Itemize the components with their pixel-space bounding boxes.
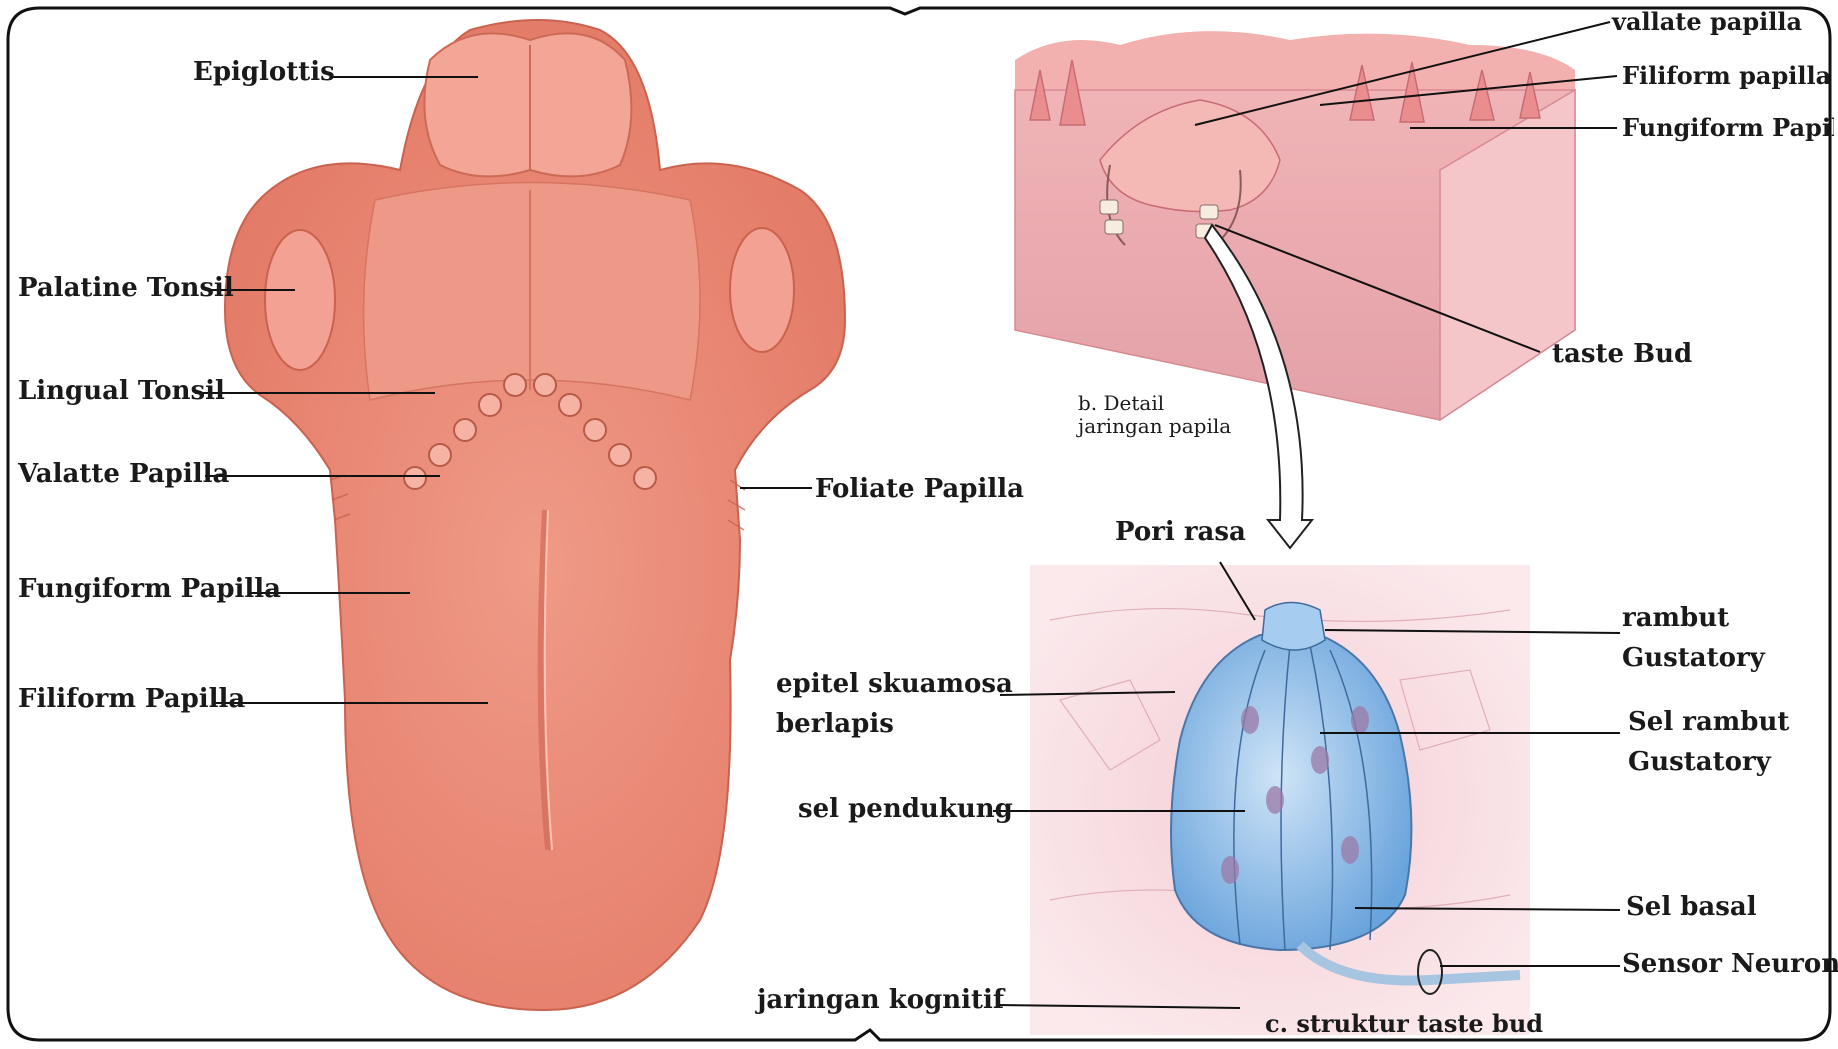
caption-detail-line2: jaringan papila [1078,414,1232,438]
caption-struktur-taste-bud: c. struktur taste bud [1265,1009,1544,1038]
caption-detail-papila: b. Detail jaringan papila [1078,392,1231,438]
taste-bud-illustration [1030,565,1530,1035]
label-epitel-skuamosa: epitel skuamosa berlapis [776,664,1013,745]
papilla-tissue-block [1014,31,1576,550]
rambut-line1: rambut [1622,603,1730,633]
sensor-neuron-fiber [1296,941,1521,986]
label-filiform-papilla: Filiform Papilla [18,684,246,714]
label-vallate-papilla: vallate papilla [1612,7,1803,36]
palatine-tonsil-left [264,229,336,371]
label-filiform-papilla-tissue: Filiform papilla [1622,61,1832,90]
label-jaringan-kognitif: jaringan kognitif [757,985,1005,1015]
label-foliate-papilla: Foliate Papilla [815,474,1024,504]
rambut-line2: Gustatory [1622,643,1765,674]
tissue-leader-lines [1194,21,1618,353]
sel-rambut-line2: Gustatory [1628,747,1771,778]
epitel-line1: epitel skuamosa [776,669,1013,699]
neuron-ring [1417,949,1443,995]
tongue-illustration [223,19,847,1012]
label-rambut-gustatory: rambut Gustatory [1622,598,1765,679]
frame-border [6,6,1832,1042]
label-taste-bud: taste Bud [1552,339,1693,369]
label-valatte-papilla: Valatte Papilla [18,459,230,489]
epiglottis-shape [423,32,633,178]
label-fungiform-papillae-tissue: Fungiform Papillae [1622,114,1834,142]
label-sel-rambut-gustatory: Sel rambut Gustatory [1628,702,1789,783]
tastebud-leader-lines [993,561,1621,1009]
epitel-line2: berlapis [776,709,894,740]
lingual-tonsil-area [362,181,701,401]
label-lingual-tonsil: Lingual Tonsil [18,376,225,406]
vallate-papilla-shape [1099,99,1281,213]
detail-arrow [1203,223,1315,550]
label-epiglottis: Epiglottis [193,57,335,87]
caption-detail-line1: b. Detail [1078,391,1165,415]
label-sel-pendukung: sel pendukung [798,794,1013,824]
vallate-papillae-row [403,373,657,490]
taste-bud-body [1170,634,1413,952]
sel-rambut-line1: Sel rambut [1628,707,1790,737]
palatine-tonsil-right [729,227,795,353]
label-sel-basal: Sel basal [1626,892,1757,922]
label-palatine-tonsil: Palatine Tonsil [18,273,234,303]
label-sensor-neuron: Sensor Neuron [1622,949,1838,979]
tongue-leader-lines [195,76,812,704]
taste-pore [1261,601,1326,651]
label-fungiform-papilla: Fungiform Papilla [18,574,282,604]
label-pori-rasa: Pori rasa [1115,517,1246,547]
